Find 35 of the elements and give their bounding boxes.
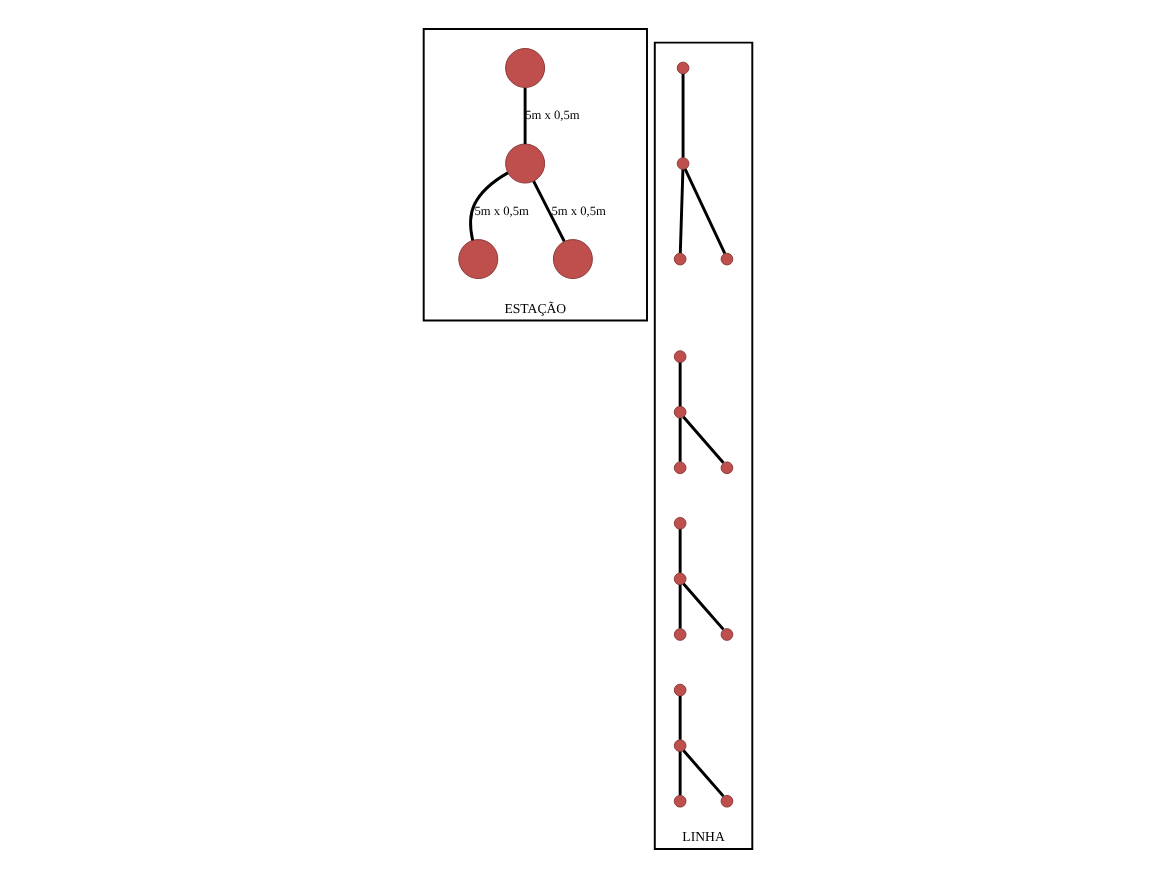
node-circle: [719, 628, 733, 641]
node-circle: [457, 239, 498, 280]
node-circle: [719, 252, 733, 266]
connector: [682, 168, 726, 255]
connector: [677, 696, 681, 740]
node-circle: [675, 61, 689, 75]
node-circle: [504, 143, 545, 184]
connector: [677, 362, 681, 407]
connector: [681, 582, 724, 631]
node-circle: [672, 461, 686, 475]
connector: [681, 416, 724, 464]
node-circle: [504, 48, 545, 88]
node-circle: [672, 683, 686, 697]
connector: [522, 87, 526, 144]
node-circle: [719, 794, 733, 808]
connector: [468, 171, 508, 241]
node-circle: [551, 239, 592, 280]
node-circle: [672, 794, 686, 808]
connector: [681, 749, 724, 798]
connector: [677, 751, 681, 796]
connector: [680, 74, 684, 158]
connector: [677, 418, 681, 462]
node-circle: [672, 405, 686, 419]
node-circle: [672, 517, 686, 530]
node-circle: [672, 628, 686, 641]
node-circle: [672, 350, 686, 363]
node-circle: [675, 157, 689, 170]
node-circle: [719, 461, 733, 475]
connector: [677, 529, 681, 573]
connector: [531, 180, 565, 242]
node-circle: [672, 252, 686, 266]
node-circle: [672, 572, 686, 586]
connector: [677, 169, 684, 254]
node-circle: [672, 739, 686, 752]
connector: [677, 584, 681, 629]
